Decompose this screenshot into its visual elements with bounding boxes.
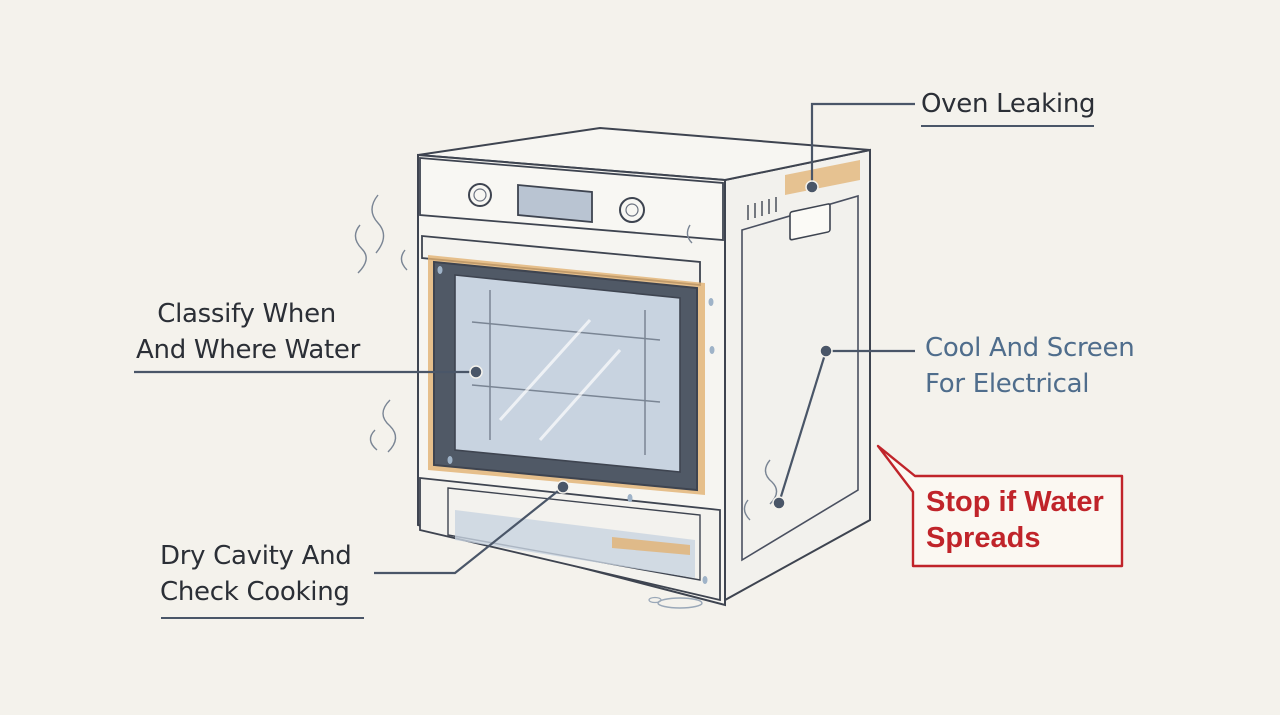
door-glass	[454, 274, 681, 473]
leader-dots	[469, 180, 833, 510]
label-dry-cavity: Dry Cavity And Check Cooking	[160, 541, 352, 607]
leader-oven-leaking	[810, 102, 915, 186]
water-droplet-icon	[648, 596, 662, 604]
leader-dry-cavity	[374, 486, 564, 575]
drawer-highlight	[612, 537, 690, 555]
left-knob-icon	[468, 183, 492, 207]
display-window	[517, 184, 593, 223]
leader-lines	[134, 102, 915, 575]
glass-reflection	[498, 318, 622, 441]
drawer-water	[455, 510, 695, 578]
oven-racks	[471, 290, 661, 455]
warning-stop-if-water-spreads: Stop if Water Spreads	[926, 486, 1104, 554]
label-classify: Classify When And Where Water	[136, 299, 360, 365]
steam-icon	[354, 194, 408, 453]
label-underlines	[161, 125, 1094, 619]
warning-callout-box	[876, 444, 1124, 568]
water-puddle-icon	[657, 597, 703, 609]
label-cool-screen: Cool And Screen For Electrical	[925, 333, 1135, 399]
right-knob-icon	[619, 197, 645, 223]
side-vent-slot	[789, 203, 831, 241]
side-vent-grille	[747, 197, 777, 220]
label-oven-leaking: Oven Leaking	[921, 89, 1096, 119]
leader-cool-screen-diag	[777, 350, 828, 504]
steam-icon	[686, 224, 778, 521]
water-droplet-icon	[437, 266, 715, 584]
leak-highlight-top	[785, 160, 860, 195]
